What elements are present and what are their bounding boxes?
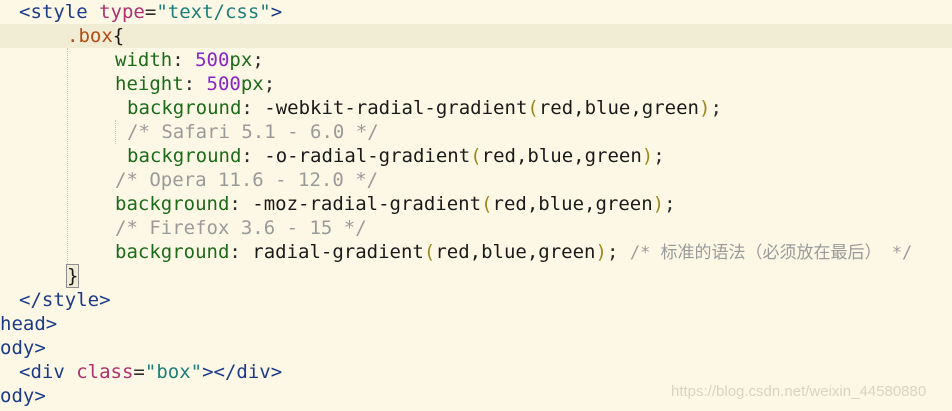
function-token: -moz-radial-gradient [252,193,482,215]
code-line-body-open[interactable]: ody> [0,336,952,360]
code-line-div[interactable]: <div class="box"></div> [0,360,952,384]
code-line-comment-opera[interactable]: /* Opera 11.6 - 12.0 */ [0,168,952,192]
code-line-height[interactable]: height: 500px; [115,73,276,95]
tag-token: ></div> [202,361,283,383]
code-line-width[interactable]: width: 500px; [115,49,264,71]
string-token: "box" [144,361,203,383]
tag-token: </style> [19,289,111,311]
property-token: background [127,97,242,119]
selector-token: .box [67,25,113,47]
tag-token: ody> [0,385,46,407]
tag-token: <div [19,361,65,383]
watermark: https://blog.csdn.net/weixin_44580880 [671,383,927,400]
tag-token: ody> [0,337,46,359]
comment-token: /* 标准的语法（必须放在最后） */ [629,243,913,263]
function-token: -webkit-radial-gradient [264,97,528,119]
tag-token: head> [0,313,58,335]
equals-token: = [133,361,145,383]
number-token: 500 [195,49,230,71]
unit-token: px [229,49,253,71]
code-line-head-close[interactable]: head> [0,312,952,336]
equals-token: = [144,1,157,23]
comment-token: /* Firefox 3.6 - 15 */ [115,217,367,239]
code-line-opera-gradient[interactable]: background: -o-radial-gradient(red,blue,… [127,145,665,167]
indent-guide [115,120,116,144]
value-token: red,blue,green [538,97,699,119]
code-line-webkit-gradient[interactable]: background: -webkit-radial-gradient(red,… [127,97,722,119]
property-token: width [115,49,173,71]
tag-token: <style [19,1,88,23]
property-token: background [115,193,230,215]
value-token: red,blue,green [481,145,642,167]
value-token: red,blue,green [435,241,596,263]
function-token: -o-radial-gradient [264,145,471,167]
attribute-token: type [99,1,145,23]
property-token: background [115,241,230,263]
code-line-standard-gradient[interactable]: background: radial-gradient(red,blue,gre… [115,241,913,263]
property-token: height [115,73,184,95]
code-line-style-close[interactable]: </style> [0,288,952,312]
function-token: radial-gradient [252,241,424,263]
unit-token: px [240,73,264,95]
comment-token: /* Opera 11.6 - 12.0 */ [115,169,379,191]
code-line-selector[interactable]: .box{ [0,24,952,48]
code-line-comment-safari[interactable]: /* Safari 5.1 - 6.0 */ [0,120,952,144]
code-line-moz-gradient[interactable]: background: -moz-radial-gradient(red,blu… [115,193,676,215]
code-line-style-open[interactable]: <style type="text/css"> [0,0,952,24]
code-line-comment-firefox[interactable]: /* Firefox 3.6 - 15 */ [0,216,952,240]
brace-token: { [112,25,125,47]
value-token: red,blue,green [492,193,653,215]
string-token: "text/css" [156,1,271,23]
code-line-body-close[interactable]: ody> [0,384,952,408]
number-token: 500 [206,73,241,95]
comment-token: /* Safari 5.1 - 6.0 */ [127,121,379,143]
matched-brace-token: } [65,264,80,288]
property-token: background [127,145,242,167]
attribute-token: class [76,361,134,383]
code-line-brace-close[interactable]: } [0,264,952,288]
tag-token: > [270,1,283,23]
indent-guide [67,48,68,264]
